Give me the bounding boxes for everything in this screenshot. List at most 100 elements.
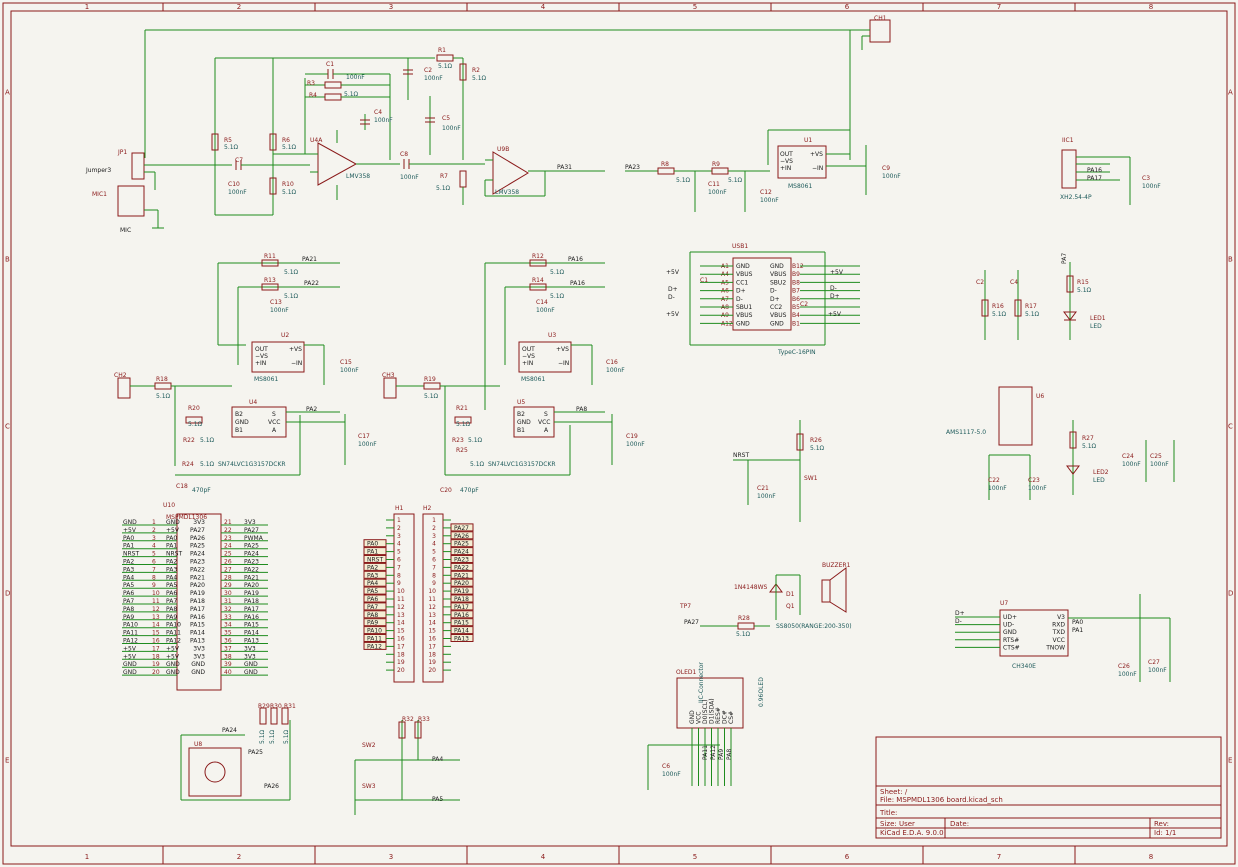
u10-left-pin: NRST bbox=[166, 551, 182, 558]
frame-col-top: 6 bbox=[845, 3, 850, 11]
u10-right-pin-num: 22 bbox=[224, 527, 232, 534]
u10-left-pin-num: 11 bbox=[152, 598, 160, 605]
c21-value: 100nF bbox=[757, 493, 776, 500]
u10-left-pin-num: 15 bbox=[152, 630, 160, 637]
led1-ref: LED1 bbox=[1090, 315, 1106, 322]
h1-pin-num: 3 bbox=[397, 533, 401, 540]
u10-left-net: PA4 bbox=[123, 574, 134, 581]
svg-text:B1: B1 bbox=[517, 427, 525, 434]
h2-pin-num: 18 bbox=[428, 651, 436, 658]
r8-value: 5.1Ω bbox=[676, 177, 691, 184]
c25-ref: C25 bbox=[1150, 453, 1162, 460]
u10-right-pin: PA26 bbox=[190, 535, 205, 542]
enc-pa26: PA26 bbox=[264, 783, 279, 790]
u10-right-pin: GND bbox=[191, 661, 205, 668]
c18-value: 470pF bbox=[192, 487, 211, 494]
frame-col-top: 5 bbox=[693, 3, 697, 11]
frame-row-left: A bbox=[5, 89, 10, 97]
pa23-label: PA23 bbox=[625, 164, 640, 171]
u10-right-net: PA24 bbox=[244, 551, 259, 558]
frame-row-left: D bbox=[5, 590, 10, 598]
c4-ref: C4 bbox=[374, 109, 382, 116]
r11-value: 5.1Ω bbox=[284, 269, 299, 276]
usb-typec-connector: USB1 TypeC-16PIN GNDA1VBUSA4CC1A5D+A6D-A… bbox=[666, 243, 860, 356]
h1-net-label: PA9 bbox=[367, 620, 378, 627]
u10-right-pin-num: 32 bbox=[224, 606, 232, 613]
usb-right-pin: D+ bbox=[770, 296, 780, 303]
r20-ref: R20 bbox=[188, 405, 200, 412]
r1-value: 5.1Ω bbox=[438, 63, 453, 70]
u10-left-pin: PA2 bbox=[166, 559, 177, 566]
u10-right-net: 3V3 bbox=[244, 645, 256, 652]
u10-right-net: PA15 bbox=[244, 622, 259, 629]
u10-right-pin-num: 31 bbox=[224, 598, 232, 605]
h1-net-label: PA1 bbox=[367, 549, 378, 556]
oled-net-label: PA8 bbox=[726, 749, 733, 760]
sw2-ref: SW2 bbox=[362, 742, 376, 749]
u3-value: MS8061 bbox=[521, 376, 545, 383]
tb-id: Id: 1/1 bbox=[1154, 829, 1176, 837]
c9-value: 100nF bbox=[882, 173, 901, 180]
pa22-label: PA22 bbox=[304, 280, 319, 287]
usb-left-pin: CC1 bbox=[736, 279, 748, 286]
c5-value: 100nF bbox=[442, 125, 461, 132]
svg-text:OUT: OUT bbox=[522, 346, 535, 353]
u10-right-pin-num: 35 bbox=[224, 630, 232, 637]
pa16c-label: PA16 bbox=[570, 280, 585, 287]
usb-c1-label: C1 bbox=[700, 277, 708, 284]
ch340-right-pin: TNOW bbox=[1045, 644, 1065, 651]
c21-ref: C21 bbox=[757, 485, 769, 492]
u10-left-net: +5V bbox=[123, 653, 137, 660]
usb1-ref: USB1 bbox=[732, 243, 748, 250]
title-block: Sheet: / File: MSPMDL1306 board.kicad_sc… bbox=[875, 736, 1222, 839]
pa31-label: PA31 bbox=[557, 164, 572, 171]
h1-pin-num: 5 bbox=[397, 549, 401, 556]
usb-dm-left: D- bbox=[668, 294, 675, 301]
u10-left-pin-num: 17 bbox=[152, 645, 160, 652]
u10-left-pin: +5V bbox=[166, 527, 180, 534]
u10-right-net: PWMA bbox=[244, 535, 264, 542]
u10-left-pin: PA5 bbox=[166, 582, 177, 589]
usb-right-pin-num: B1 bbox=[792, 320, 800, 327]
frame-row-right: A bbox=[1228, 89, 1233, 97]
svg-text:S: S bbox=[544, 411, 548, 418]
h2-pin-num: 17 bbox=[428, 643, 436, 650]
h1-pin-num: 7 bbox=[397, 564, 401, 571]
h2-pin-num: 9 bbox=[432, 580, 436, 587]
frame-col-top: 1 bbox=[85, 3, 89, 11]
r19-value: 5.1Ω bbox=[424, 393, 439, 400]
r19-ref: R19 bbox=[424, 376, 436, 383]
pa16b-label: PA16 bbox=[568, 256, 583, 263]
frame-col-bottom: 5 bbox=[693, 853, 697, 861]
pa8-label: PA8 bbox=[576, 406, 587, 413]
c23-ref: C23 bbox=[1028, 477, 1040, 484]
u10-left-pin: +5V bbox=[166, 645, 180, 652]
r30-value: 5.1Ω bbox=[269, 729, 276, 744]
c2b-ref: C2 bbox=[976, 279, 984, 286]
ch340-left-pin: GND bbox=[1003, 629, 1017, 636]
u10-right-pin-num: 38 bbox=[224, 653, 232, 660]
u10-right-net: PA21 bbox=[244, 574, 259, 581]
c12-ref: C12 bbox=[760, 189, 772, 196]
oled-pin: CS# bbox=[728, 711, 735, 724]
h1-net-label: PA6 bbox=[367, 596, 378, 603]
c16-ref: C16 bbox=[606, 359, 618, 366]
usb-left-pin: D- bbox=[736, 296, 743, 303]
user-switches: SW2 SW3 R32 R33 PA4 PA5 bbox=[354, 716, 460, 815]
u10-right-net: PA22 bbox=[244, 566, 259, 573]
r6-ref: R6 bbox=[282, 137, 290, 144]
c22-value: 100nF bbox=[988, 485, 1007, 492]
svg-text:+VS: +VS bbox=[556, 346, 569, 353]
h1-pin-num: 10 bbox=[397, 588, 405, 595]
c17-ref: C17 bbox=[358, 433, 370, 440]
h1-pin-num: 17 bbox=[397, 643, 405, 650]
c15-value: 100nF bbox=[340, 367, 359, 374]
frame-row-right: E bbox=[1228, 757, 1232, 765]
svg-text:OUT: OUT bbox=[780, 151, 793, 158]
h2-pin-num: 5 bbox=[432, 549, 436, 556]
tp7-ref: TP7 bbox=[679, 603, 691, 610]
c1-ref: C1 bbox=[326, 61, 334, 68]
pa21-label: PA21 bbox=[302, 256, 317, 263]
